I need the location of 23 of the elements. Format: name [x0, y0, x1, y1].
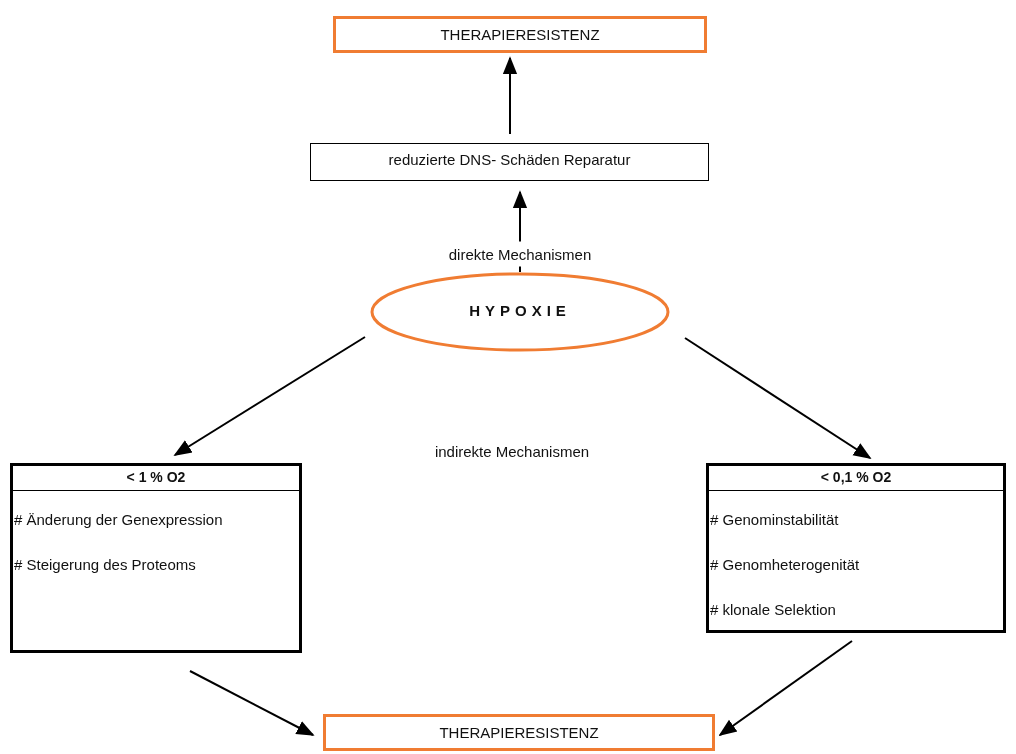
node-label: THERAPIERESISTENZ	[439, 25, 601, 43]
node-label: reduzierte DNS- Schäden Reparatur	[387, 151, 632, 168]
note-text: indirekte Mechanismen	[434, 442, 590, 460]
center-ellipse	[370, 272, 670, 352]
arrow	[173, 336, 366, 456]
result-box	[323, 714, 715, 751]
node-label: HYPOXIE	[468, 302, 572, 319]
process-box	[310, 143, 709, 181]
list-item: # Genominstabilität	[710, 511, 839, 528]
list-item: # klonale Selektion	[710, 601, 836, 618]
arrow	[684, 337, 872, 459]
list-item: # Steigerung des Proteoms	[14, 556, 196, 573]
node-label: THERAPIERESISTENZ	[438, 723, 600, 741]
result-box	[333, 16, 707, 53]
box-heading: < 1 % O2	[125, 469, 187, 485]
list-item: # Änderung der Genexpression	[14, 511, 223, 528]
arrow	[718, 640, 853, 737]
condition-box	[706, 463, 1006, 633]
list-item: # Genomheterogenität	[710, 556, 860, 573]
arrow	[189, 670, 315, 736]
box-heading: < 0,1 % O2	[819, 469, 893, 485]
condition-box	[10, 463, 302, 653]
arrow	[502, 56, 518, 135]
